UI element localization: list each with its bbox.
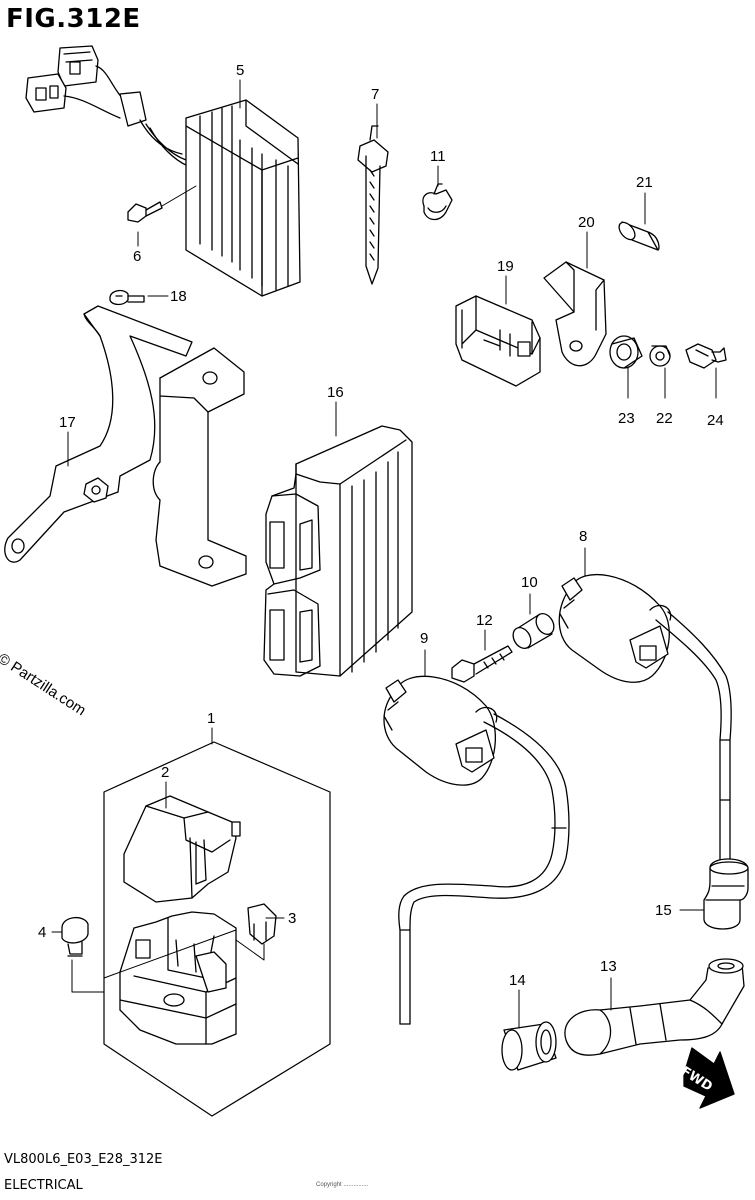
callout-22: 22 [656,410,673,427]
fwd-arrow [683,1047,735,1109]
sensor-bracket-drawing [543,261,607,367]
callout-10: 10 [521,574,538,591]
fine-print: Copyright ............... [316,1182,369,1188]
callout-18: 18 [170,288,187,305]
callout-21: 21 [636,174,653,191]
callout-5: 5 [236,62,245,79]
tip-over-sensor-drawing [455,295,541,387]
callout-11: 11 [430,148,446,165]
callout-16: 16 [327,384,344,401]
cable-tie-drawing [357,125,389,285]
callout-6: 6 [133,248,142,265]
ring-14-drawing [501,1021,557,1071]
diagram-code: VL800L6_E03_E28_312E [4,1152,163,1167]
callout-19: 19 [497,258,514,275]
callout-3: 3 [288,910,297,927]
ignition-coil-8-drawing [558,573,732,861]
callout-8: 8 [579,528,588,545]
callout-7: 7 [371,86,380,103]
plug-cap-13-drawing [564,958,745,1056]
diagram-section-name: ELECTRICAL [4,1178,83,1193]
relay-cover-2-drawing [123,795,241,903]
washer-22-drawing [649,345,671,367]
screw-4-drawing [61,917,89,957]
callout-20: 20 [578,214,595,231]
screw-18-drawing [109,289,145,306]
spacer-10-drawing [512,613,555,649]
callout-14: 14 [509,972,526,989]
cushion-23-drawing [609,335,643,369]
leader-lines [51,79,717,1029]
callout-13: 13 [600,958,617,975]
ecm-drawing [263,425,413,677]
spacer-21-drawing [618,221,660,251]
fuse-3-drawing [247,903,277,945]
ignition-coil-9-drawing [383,675,570,1025]
coil-bolt-12-drawing [451,645,513,683]
bolt-24-drawing [685,343,727,369]
bracket-17-drawing [4,305,247,587]
relay-base-drawing [119,911,237,1045]
callout-15: 15 [655,902,672,919]
callout-12: 12 [476,612,493,629]
callout-23: 23 [618,410,635,427]
relay-assembly-box [103,741,331,1117]
callout-1: 1 [207,710,216,727]
clamp-drawing [422,183,453,221]
callout-4: 4 [38,924,47,941]
figure-title: FIG.312E [6,4,141,34]
callout-2: 2 [161,764,170,781]
regulator-rectifier-drawing [25,45,301,297]
callout-24: 24 [707,412,724,429]
grommet-15-drawing [703,858,749,930]
callout-9: 9 [420,630,429,647]
callout-17: 17 [59,414,76,431]
bolt-6-drawing [127,185,197,223]
